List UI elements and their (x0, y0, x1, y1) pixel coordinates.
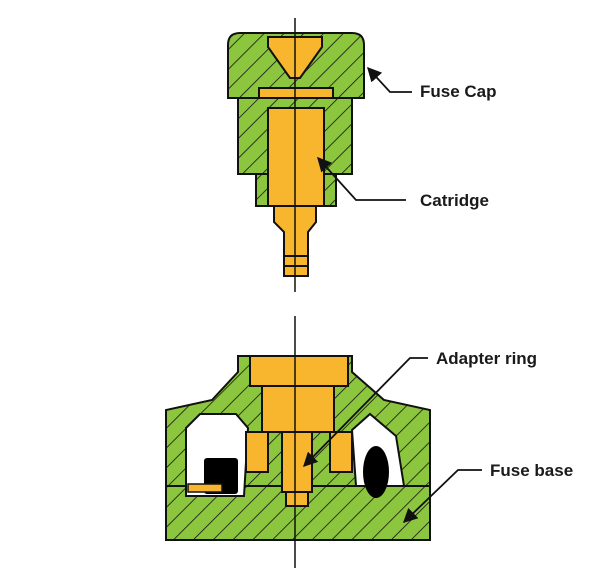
left-contact-plate (187, 483, 223, 493)
right-o-ring (363, 446, 389, 498)
adapter-ring-label: Adapter ring (436, 349, 538, 368)
fuse-base-assembly (165, 316, 431, 568)
fuse-base-label: Fuse base (490, 461, 574, 480)
cartridge-label: Catridge (420, 191, 489, 210)
fuse-base-leader (402, 469, 482, 523)
fuse-cap-assembly (227, 18, 365, 292)
adapter-ring-body (261, 385, 335, 433)
adapter-ring-top (249, 355, 349, 387)
cartridge-leader (317, 156, 406, 201)
adapter-ring-leader (302, 357, 428, 468)
cap-washer (258, 87, 334, 99)
fuse-cap-label: Fuse Cap (420, 82, 497, 101)
adapter-left-flange (245, 431, 269, 473)
cartridge-body (267, 107, 325, 207)
fuse-cap-leader (367, 66, 412, 93)
base-contact-foot (285, 491, 309, 507)
adapter-right-flange (329, 431, 353, 473)
